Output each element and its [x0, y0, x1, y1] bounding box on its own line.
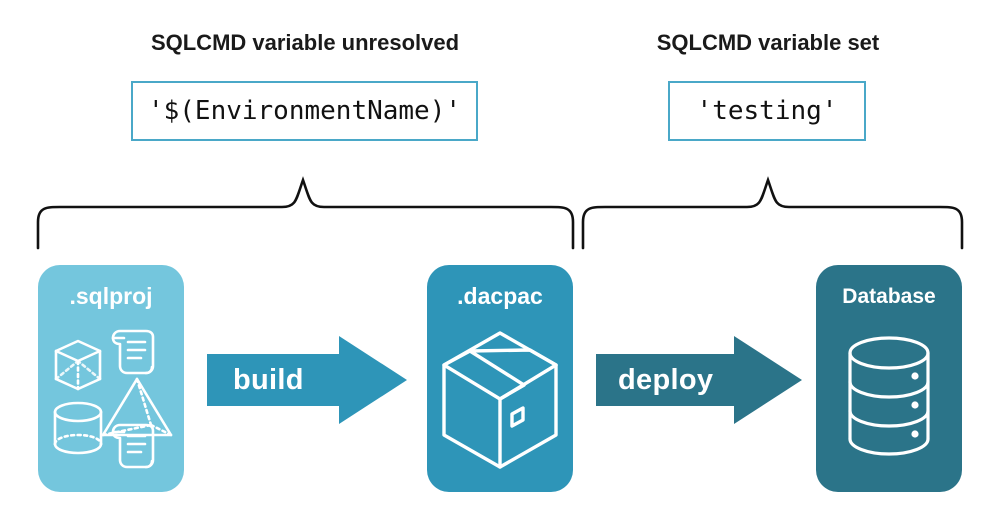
stage-title-sqlproj: .sqlproj — [69, 283, 153, 309]
sqlproj-artifacts-icon-group — [53, 329, 173, 469]
heading-sqlcmd-set: SQLCMD variable set — [656, 30, 880, 55]
database-status-dots — [911, 372, 919, 438]
code-box-testing: 'testing' — [668, 81, 866, 141]
stage-box-database: Database — [816, 265, 962, 492]
cube-wireframe-icon — [54, 339, 102, 391]
scroll-icon — [111, 423, 155, 469]
stage-box-sqlproj: .sqlproj — [38, 265, 184, 492]
brace-left-icon — [36, 176, 575, 250]
arrow-build-shape — [207, 336, 407, 424]
brace-right-icon — [581, 176, 964, 250]
database-cylinder-icon — [848, 336, 930, 456]
stage-title-dacpac: .dacpac — [457, 283, 543, 309]
scroll-icon — [111, 329, 155, 375]
pyramid-wireframe-icon — [101, 377, 173, 437]
stage-box-dacpac: .dacpac — [427, 265, 573, 492]
package-box-icon — [442, 331, 558, 469]
cylinder-wireframe-icon — [53, 401, 103, 455]
arrow-build: build — [207, 336, 407, 424]
arrow-deploy-shape — [596, 336, 802, 424]
code-box-environment-name: '$(EnvironmentName)' — [131, 81, 478, 141]
stage-title-database: Database — [842, 285, 936, 308]
brace-connectors — [36, 176, 964, 250]
arrow-deploy: deploy — [596, 336, 802, 424]
heading-sqlcmd-unresolved: SQLCMD variable unresolved — [150, 30, 460, 55]
